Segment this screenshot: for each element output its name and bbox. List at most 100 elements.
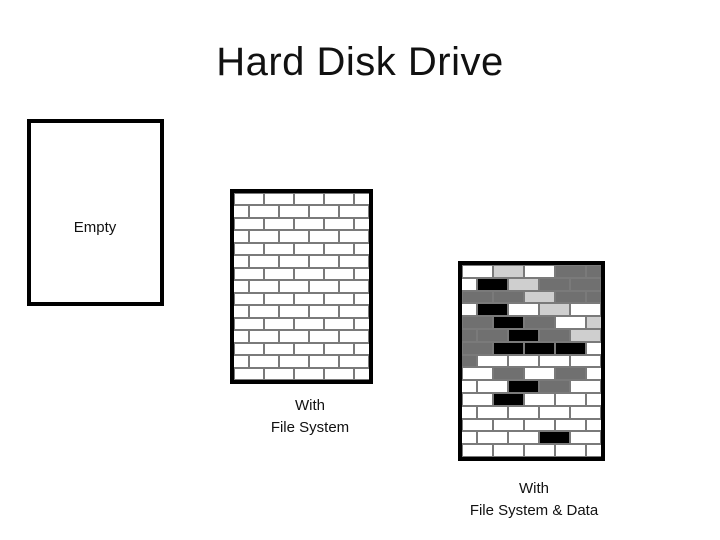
- brick-row: [234, 280, 369, 292]
- brick: [508, 329, 539, 342]
- brick: [279, 330, 309, 342]
- brick: [324, 368, 354, 380]
- brick: [339, 255, 369, 267]
- brick-row: [462, 431, 601, 444]
- filesystem-disk: [230, 189, 373, 384]
- brick: [524, 291, 555, 304]
- brick: [493, 316, 524, 329]
- brick: [279, 355, 309, 367]
- brick: [309, 205, 339, 217]
- brick: [555, 265, 586, 278]
- brick: [234, 218, 264, 230]
- brick-row: [462, 406, 601, 419]
- brick: [539, 406, 570, 419]
- brick: [458, 406, 477, 419]
- brick: [462, 265, 493, 278]
- brick: [234, 293, 264, 305]
- brick: [264, 218, 294, 230]
- brick: [230, 330, 249, 342]
- brick: [309, 305, 339, 317]
- brick: [309, 330, 339, 342]
- brick-row: [234, 218, 369, 230]
- brick: [354, 243, 373, 255]
- brick: [570, 329, 601, 342]
- brick: [339, 355, 369, 367]
- brick: [324, 243, 354, 255]
- brick: [477, 406, 508, 419]
- brick: [570, 303, 601, 316]
- brick: [477, 355, 508, 368]
- brick: [249, 205, 279, 217]
- brick: [508, 303, 539, 316]
- brick: [339, 230, 369, 242]
- brick-row: [234, 330, 369, 342]
- brick: [294, 343, 324, 355]
- brick: [294, 293, 324, 305]
- brick: [586, 342, 605, 355]
- brick-row: [462, 316, 601, 329]
- brick-row: [462, 355, 601, 368]
- brick: [586, 393, 605, 406]
- brick: [508, 431, 539, 444]
- brick-row: [234, 230, 369, 242]
- brick: [294, 193, 324, 205]
- brick: [324, 193, 354, 205]
- brick: [524, 265, 555, 278]
- brick-row: [234, 355, 369, 367]
- brick: [493, 291, 524, 304]
- brick: [477, 303, 508, 316]
- brick: [230, 230, 249, 242]
- brick: [508, 355, 539, 368]
- brick: [264, 368, 294, 380]
- brick: [264, 243, 294, 255]
- brick: [570, 380, 601, 393]
- brick-row: [234, 193, 369, 205]
- brick-row: [234, 255, 369, 267]
- brick: [354, 343, 373, 355]
- brick: [555, 393, 586, 406]
- brick: [586, 265, 605, 278]
- brick: [493, 444, 524, 457]
- brick: [279, 305, 309, 317]
- brick: [586, 419, 605, 432]
- brick: [294, 318, 324, 330]
- brick: [230, 280, 249, 292]
- brick: [339, 305, 369, 317]
- brick-row: [234, 293, 369, 305]
- brick: [458, 303, 477, 316]
- brick: [462, 316, 493, 329]
- data-disk: [458, 261, 605, 461]
- brick-row: [234, 268, 369, 280]
- brick: [493, 419, 524, 432]
- filesystem-label-line2: File System: [240, 417, 380, 439]
- slide-title: Hard Disk Drive: [0, 40, 720, 85]
- brick: [570, 355, 601, 368]
- data-disk-label: With File System & Data: [444, 478, 624, 522]
- brick: [264, 193, 294, 205]
- empty-disk: [27, 119, 164, 306]
- brick: [354, 268, 373, 280]
- brick: [234, 193, 264, 205]
- brick: [570, 278, 601, 291]
- brick: [294, 243, 324, 255]
- brick: [462, 393, 493, 406]
- brick: [354, 318, 373, 330]
- brick: [324, 218, 354, 230]
- brick: [324, 318, 354, 330]
- brick: [586, 367, 605, 380]
- empty-disk-label: Empty: [40, 217, 150, 239]
- brick: [324, 293, 354, 305]
- brick: [230, 205, 249, 217]
- brick: [524, 316, 555, 329]
- brick: [493, 393, 524, 406]
- brick: [249, 330, 279, 342]
- brick: [234, 343, 264, 355]
- brick-row: [462, 380, 601, 393]
- brick: [230, 255, 249, 267]
- filesystem-disk-label: With File System: [240, 395, 380, 439]
- brick: [493, 367, 524, 380]
- brick-row: [462, 291, 601, 304]
- brick: [539, 431, 570, 444]
- brick: [294, 218, 324, 230]
